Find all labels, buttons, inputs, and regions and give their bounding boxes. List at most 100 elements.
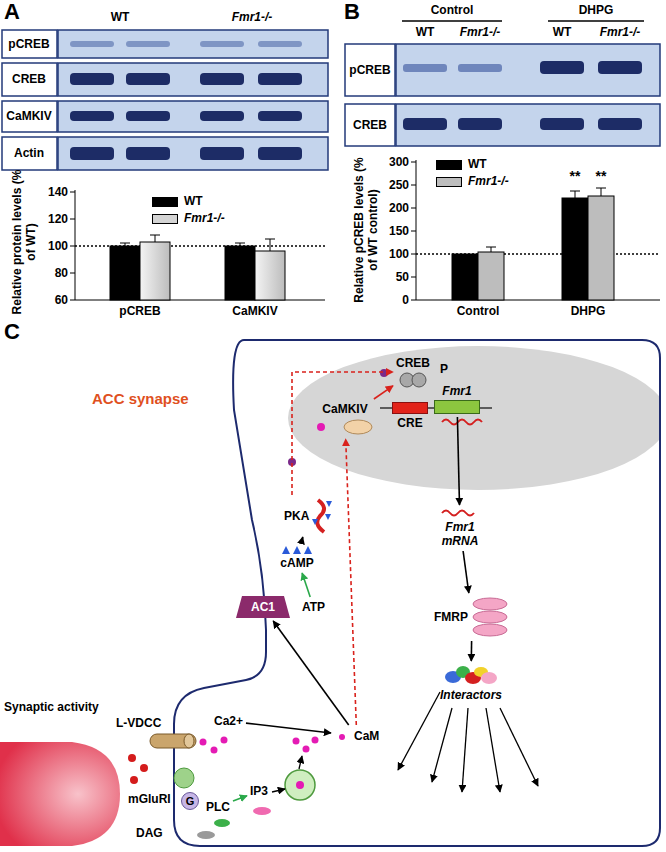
drawing-part bbox=[265, 239, 275, 240]
drawing-part bbox=[473, 624, 507, 636]
node-text: Fmr1 bbox=[442, 384, 471, 398]
drawing-part bbox=[70, 273, 75, 274]
group-header: DHPG bbox=[579, 3, 614, 17]
drawing-part bbox=[200, 41, 244, 47]
drawing-part bbox=[458, 118, 502, 130]
g-protein: G bbox=[181, 792, 199, 810]
node-text: Interactors bbox=[440, 688, 502, 702]
drawing-part bbox=[312, 737, 319, 744]
category-label: CaMKIV bbox=[232, 304, 277, 318]
tick-label: 120 bbox=[48, 212, 68, 226]
panel-letter: C bbox=[4, 320, 20, 344]
column-header: WT bbox=[416, 25, 435, 39]
node-text: CREB bbox=[396, 356, 430, 370]
drawing-part bbox=[318, 500, 325, 532]
drawing-part bbox=[126, 147, 170, 160]
drawing-part bbox=[258, 73, 302, 85]
drawing-part bbox=[344, 420, 372, 434]
drawing-part bbox=[588, 196, 614, 300]
tick-label: 150 bbox=[389, 224, 409, 238]
drawing-part bbox=[570, 191, 580, 192]
ip3-molecule bbox=[253, 807, 271, 815]
drawing-part bbox=[70, 147, 114, 160]
drawing-part bbox=[432, 708, 452, 782]
drawing-part bbox=[393, 403, 428, 414]
drawing-part bbox=[58, 137, 328, 170]
drawing-part bbox=[130, 776, 138, 784]
receptor-node: mGluRI bbox=[128, 792, 171, 806]
drawing-part bbox=[540, 118, 584, 130]
signal-arrow bbox=[246, 723, 331, 733]
row-label: CaMKIV bbox=[6, 109, 51, 123]
drawing-part bbox=[462, 708, 468, 792]
drawing-part bbox=[70, 111, 114, 121]
drawing-part bbox=[411, 162, 416, 163]
calmodulin-node: CaM bbox=[334, 728, 379, 744]
drawing-part bbox=[255, 251, 285, 300]
group-header: Control bbox=[431, 3, 474, 17]
camp-icon bbox=[280, 546, 314, 554]
column-header: Fmr1-/- bbox=[460, 25, 501, 39]
row-label: pCREB bbox=[8, 37, 49, 51]
drawing-part bbox=[458, 64, 502, 72]
node-text: FMRP bbox=[434, 610, 468, 624]
mrna-node: Fmr1 mRNA bbox=[438, 508, 482, 548]
drawing-part bbox=[596, 188, 606, 189]
node-text: IP3 bbox=[250, 784, 268, 798]
tick-label: 80 bbox=[55, 266, 68, 280]
protein-complex: Interactors bbox=[440, 664, 502, 702]
annotation-label: Synaptic activity bbox=[4, 700, 99, 714]
drawing-part bbox=[334, 730, 346, 742]
drawing-part bbox=[296, 781, 304, 789]
drawing-part bbox=[225, 246, 255, 300]
drawing-part bbox=[403, 64, 447, 72]
column-header: Fmr1-/- bbox=[232, 10, 273, 24]
kinase-node: PKA bbox=[284, 498, 333, 534]
node-text: Ca2+ bbox=[214, 714, 243, 728]
legend-text: WT bbox=[468, 157, 487, 171]
drawing-part bbox=[128, 754, 136, 762]
protein-node: FMRP bbox=[434, 596, 510, 638]
category-label: DHPG bbox=[571, 304, 606, 318]
row-label: CREB bbox=[353, 118, 387, 132]
enzyme-node: PLC bbox=[206, 800, 230, 814]
node-text: CRE bbox=[397, 416, 422, 430]
transcript-wave bbox=[442, 420, 482, 425]
drawing-part bbox=[126, 41, 170, 47]
axis-title: Relative protein levels (% of WT) bbox=[10, 167, 38, 317]
drawing-part bbox=[120, 243, 130, 244]
drawing-part bbox=[411, 208, 416, 209]
drawing-part bbox=[452, 254, 478, 300]
gene-icon bbox=[434, 400, 480, 414]
messenger-node: IP3 bbox=[250, 784, 268, 798]
tick-label: 100 bbox=[389, 247, 409, 261]
drawing-part bbox=[58, 101, 328, 132]
drawing-part bbox=[140, 242, 170, 300]
drawing-part bbox=[317, 423, 325, 431]
category-label: pCREB bbox=[119, 304, 160, 318]
panel-letter: B bbox=[344, 0, 360, 24]
drawing-part bbox=[345, 44, 395, 96]
drawing-part bbox=[184, 734, 194, 748]
axis-title: Relative pCREB levels (% of WT control) bbox=[352, 155, 380, 305]
drawing-part bbox=[140, 764, 148, 772]
legend-swatch bbox=[436, 177, 462, 187]
signal-arrow bbox=[273, 621, 349, 725]
creb-dimer-icon bbox=[396, 372, 430, 388]
drawing-part bbox=[200, 739, 207, 746]
tick-label: 250 bbox=[389, 178, 409, 192]
drawing-part bbox=[326, 420, 338, 432]
drawing-part bbox=[601, 188, 602, 196]
drawing-part bbox=[70, 192, 75, 193]
calcium-ions bbox=[200, 737, 319, 754]
drawing-part bbox=[540, 61, 584, 74]
tick-label: 100 bbox=[48, 239, 68, 253]
dag-molecule bbox=[197, 831, 215, 839]
kinase-node: CaMKIV bbox=[316, 402, 374, 436]
drawing-part bbox=[398, 692, 440, 770]
drawing-part bbox=[258, 41, 302, 47]
transcription-factor: CREB bbox=[396, 356, 430, 388]
drawing-part bbox=[70, 300, 75, 301]
legend-swatch bbox=[152, 197, 178, 207]
calcium-store bbox=[285, 770, 315, 800]
